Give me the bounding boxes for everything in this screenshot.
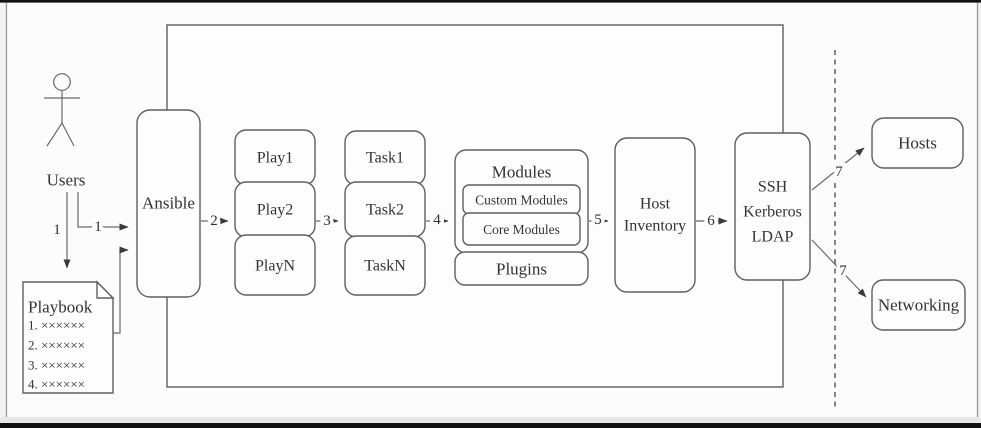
modules-title: Modules [492, 163, 552, 182]
arrow-label-tasks-to-modules: 4 [433, 212, 441, 228]
playbook-title: Playbook [28, 298, 93, 317]
arrow-label-host-inventory-to-transport: 6 [707, 213, 715, 229]
arrow-label-modules-to-host-inventory: 5 [594, 212, 602, 228]
arrow-users-to-ansible [77, 192, 129, 231]
transport-box [734, 132, 811, 281]
host-inventory-label-line2: Inventory [624, 218, 686, 235]
playbook-item: 1. ×××××× [28, 318, 85, 333]
play1-label: Play1 [257, 150, 293, 167]
ansible-box [136, 109, 201, 298]
ansible-label: Ansible [142, 194, 195, 213]
core-modules-box [462, 212, 581, 246]
arrow-label-ansible-to-plays: 2 [210, 213, 218, 229]
task-stack: Task1 Task2 TaskN [344, 130, 426, 296]
transport-label-kerberos: Kerberos [743, 204, 802, 221]
top-rule [0, 0, 981, 3]
play-stack: Play1 Play2 PlayN [234, 129, 316, 296]
arrow-transport-to-networking [811, 239, 867, 298]
playbook-item: 2. ×××××× [28, 338, 85, 353]
networking-box [871, 279, 966, 331]
arrow-playbook-to-ansible [113, 246, 129, 334]
host-inventory-label-line1: Host [640, 196, 671, 213]
transport-label-ssh: SSH [758, 179, 788, 196]
arrow-transport-to-hosts [811, 147, 865, 191]
modules-group: Modules Custom Modules Core Modules Plug… [454, 149, 589, 286]
users-label: Users [47, 171, 86, 190]
taskN-label: TaskN [364, 258, 406, 275]
playbook-document: Playbook 1. ×××××× 2. ×××××× 3. ×××××× 4… [22, 280, 115, 394]
playbook-item: 3. ×××××× [28, 358, 85, 373]
playbook-item: 4. ×××××× [28, 377, 85, 392]
arrow-label-users-to-ansible: 1 [94, 219, 102, 235]
playN-label: PlayN [255, 258, 295, 275]
networking-label: Networking [878, 296, 960, 315]
transport-label-ldap: LDAP [752, 229, 794, 246]
taskN-box [344, 235, 426, 296]
arrow-label-users-to-playbook: 1 [53, 222, 61, 238]
arrow-label-transport-to-hosts: 7 [835, 164, 843, 180]
hosts-box [871, 117, 964, 169]
bottom-rule [0, 423, 981, 428]
host-inventory-box [614, 137, 696, 293]
plugins-box [454, 251, 589, 286]
user-actor-icon [44, 73, 80, 147]
arrow-label-transport-to-networking: 7 [839, 263, 847, 279]
hosts-label: Hosts [898, 134, 937, 153]
bottom-band [0, 417, 981, 423]
task1-label: Task1 [366, 150, 404, 167]
custom-modules-label: Custom Modules [475, 193, 568, 208]
task2-label: Task2 [366, 202, 404, 219]
arrow-label-plays-to-tasks: 3 [323, 213, 331, 229]
plugins-label: Plugins [496, 260, 547, 279]
play2-label: Play2 [257, 202, 293, 219]
core-modules-label: Core Modules [483, 222, 560, 237]
playN-box [234, 234, 316, 296]
